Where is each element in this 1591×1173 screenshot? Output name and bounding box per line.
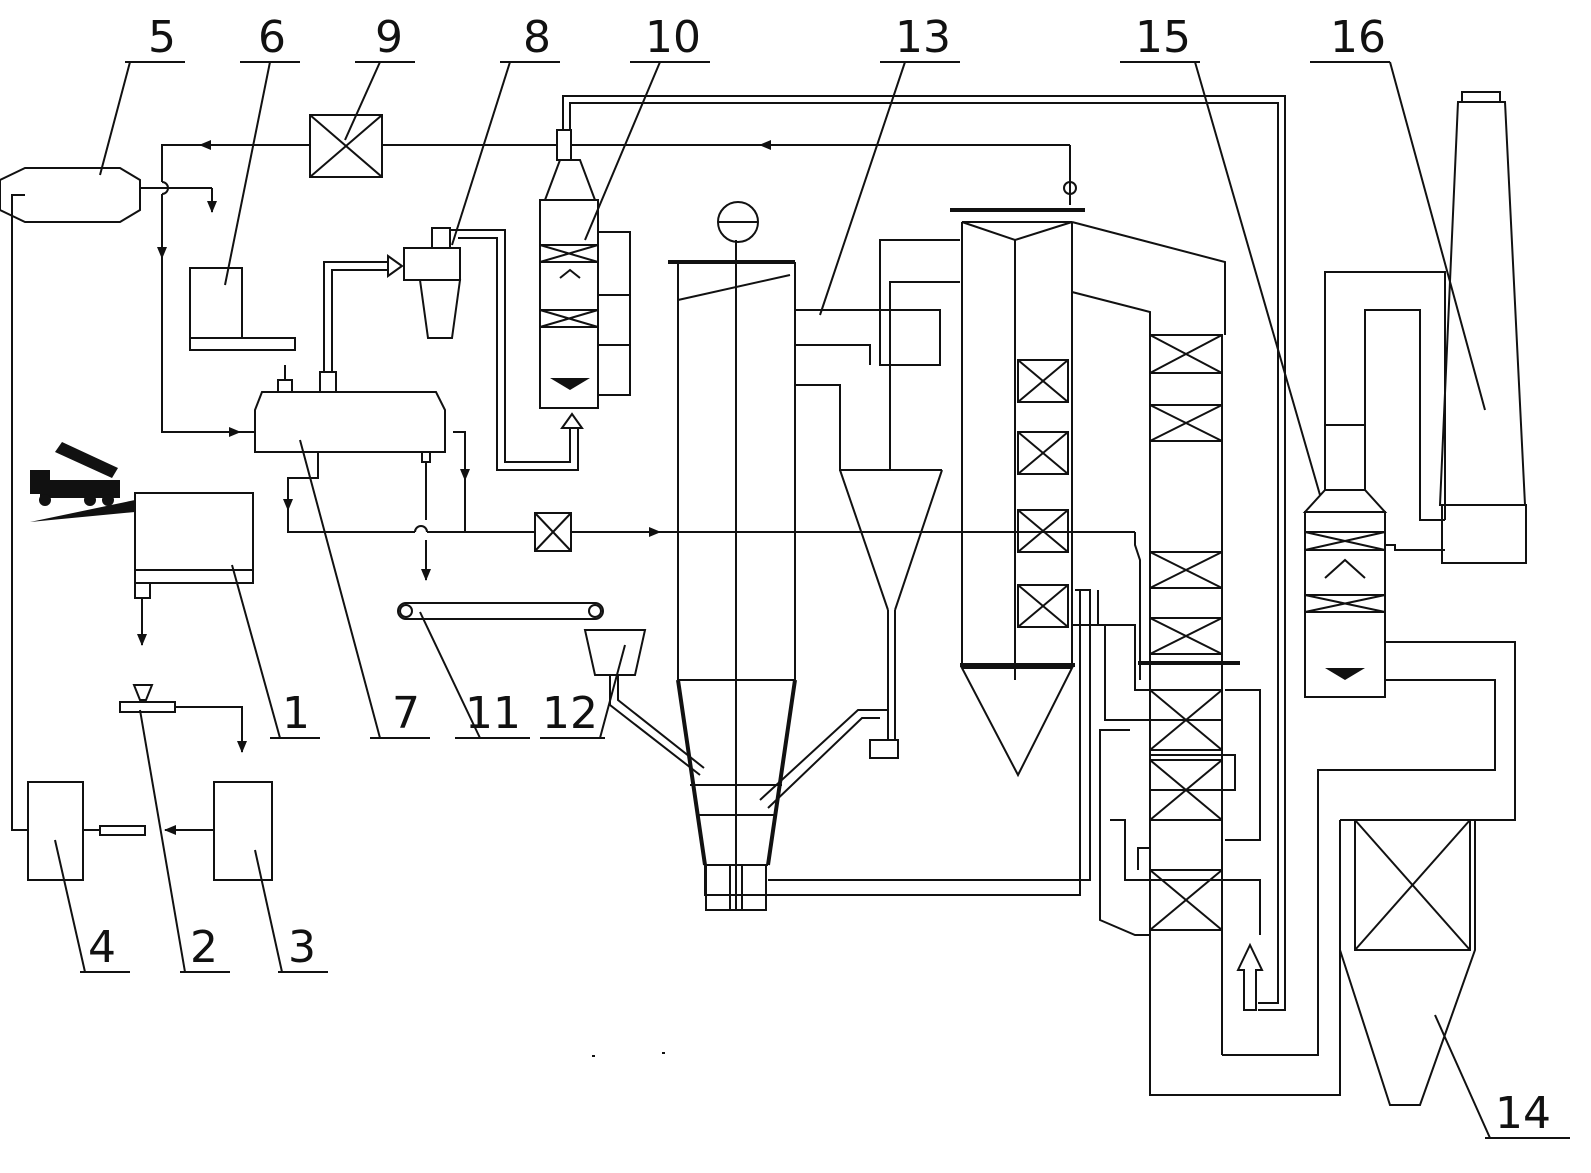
label-2: 2 <box>139 709 230 973</box>
label-4: 4 <box>54 839 130 973</box>
label-3-text: 3 <box>288 922 316 973</box>
cyclone-13 <box>759 384 943 809</box>
fan-9 <box>309 114 383 178</box>
heat-exchanger-column <box>950 208 1085 778</box>
label-2-text: 2 <box>190 922 218 973</box>
fan-box-small <box>534 512 572 552</box>
heat-exchanger-stack <box>1138 334 1319 1056</box>
label-1-text: 1 <box>282 688 310 739</box>
chimney-16 <box>1438 91 1527 564</box>
label-10: 10 <box>584 12 710 241</box>
scrubber-15 <box>1302 424 1388 698</box>
label-11-text: 11 <box>465 688 521 739</box>
label-1: 1 <box>231 564 320 739</box>
label-14-text: 14 <box>1495 1088 1551 1139</box>
separator-5 <box>0 167 141 223</box>
label-16-text: 16 <box>1330 12 1386 63</box>
furnace-column <box>668 201 797 911</box>
label-8: 8 <box>451 12 560 246</box>
label-5-text: 5 <box>148 12 176 63</box>
precipitator-14 <box>1339 819 1476 1106</box>
bin-6 <box>189 267 296 351</box>
label-7-text: 7 <box>392 688 420 739</box>
label-9-text: 9 <box>375 12 403 63</box>
dump-truck-icon <box>30 442 135 522</box>
label-6-text: 6 <box>258 12 286 63</box>
label-4-text: 4 <box>88 922 116 973</box>
hopper-12 <box>583 629 705 776</box>
label-15: 15 <box>1120 12 1321 496</box>
label-13: 13 <box>819 12 960 316</box>
label-16: 16 <box>1310 12 1486 411</box>
label-12-text: 12 <box>542 688 598 739</box>
label-15-text: 15 <box>1135 12 1191 63</box>
feeder-2 <box>119 684 176 713</box>
label-13-text: 13 <box>895 12 951 63</box>
conveyor-11 <box>397 602 604 620</box>
label-9: 9 <box>344 12 415 141</box>
label-11: 11 <box>419 611 530 739</box>
inlet-arrow <box>1236 942 1264 1011</box>
label-10-text: 10 <box>645 12 701 63</box>
label-14: 14 <box>1434 1014 1570 1139</box>
dryer-7 <box>254 365 446 463</box>
label-3: 3 <box>254 849 328 973</box>
receiving-bin-1 <box>134 492 254 599</box>
label-12: 12 <box>540 644 626 739</box>
label-5: 5 <box>99 12 185 176</box>
unit-3 <box>213 781 273 881</box>
unit-4 <box>27 781 84 881</box>
scrubber-10 <box>539 129 631 409</box>
shaft-connector <box>83 825 214 836</box>
label-8-text: 8 <box>523 12 551 63</box>
label-7: 7 <box>299 439 430 739</box>
label-6: 6 <box>224 12 300 286</box>
cyclone-8 <box>403 227 462 339</box>
